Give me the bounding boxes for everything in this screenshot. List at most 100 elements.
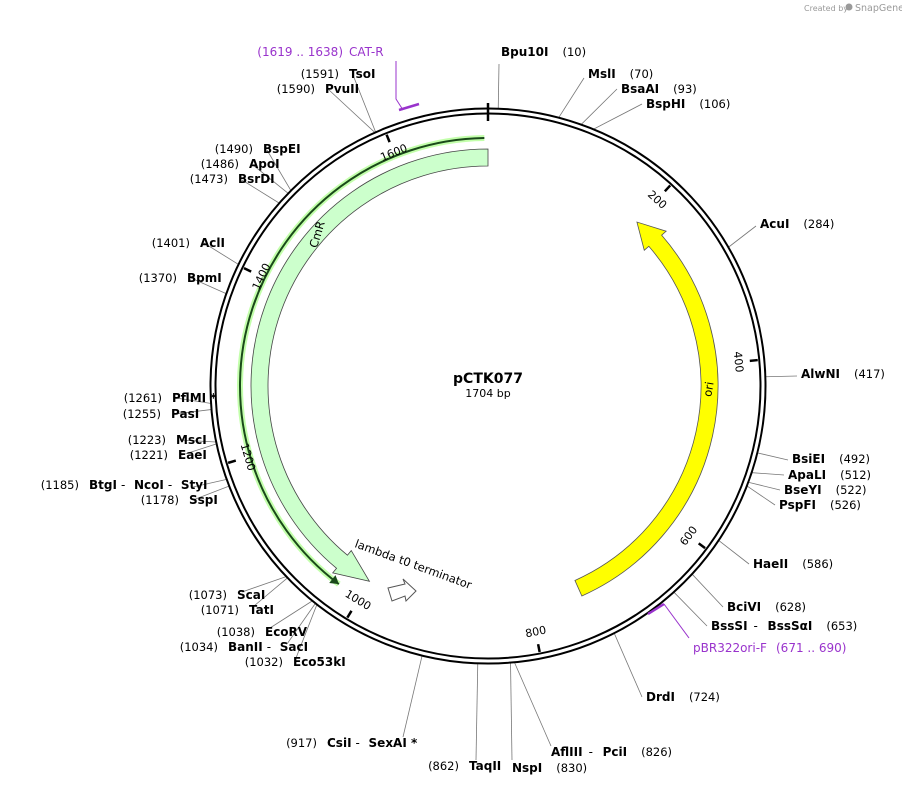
credit-brand: SnapGene — [855, 3, 902, 14]
site-btgi-ncoi-styi[interactable]: (1185)BtgI-NcoI-StyI — [41, 478, 208, 492]
site-pspfi[interactable]: PspFI(526) — [779, 498, 861, 512]
site-bspei[interactable]: (1490)BspEI — [215, 142, 301, 156]
enzyme-position: (1255) — [123, 407, 161, 421]
pbr322ori-f-primer-leader — [663, 603, 690, 639]
site-leader-bsrdi — [241, 179, 280, 204]
enzyme-position: (417) — [854, 367, 885, 381]
enzyme-name-nspi: NspI — [512, 761, 542, 775]
site-leader-banii-saci — [286, 603, 316, 645]
site-taqii[interactable]: (862)TaqII — [428, 759, 501, 773]
enzyme-position: (628) — [775, 600, 806, 614]
site-leader-msci — [179, 439, 216, 443]
site-leader-eco53ki — [295, 604, 318, 659]
enzyme-name-taqii: TaqII — [469, 759, 501, 773]
site-alwni[interactable]: AlwNI(417) — [801, 367, 885, 381]
site-csii-sexai[interactable]: (917)CsiI-SexAI * — [286, 736, 418, 750]
enzyme-name-afliii: AflIII — [551, 745, 583, 759]
site-haeii[interactable]: HaeII(586) — [753, 557, 833, 571]
enzyme-position: (1178) — [141, 493, 179, 507]
site-drdi[interactable]: DrdI(724) — [646, 690, 720, 704]
enzyme-name-tsoi: TsoI — [349, 67, 375, 81]
site-bsrdi[interactable]: (1473)BsrDI — [190, 172, 275, 186]
enzyme-position: (1486) — [201, 157, 239, 171]
site-acui[interactable]: AcuI (284) — [760, 217, 834, 231]
site-nspi[interactable]: NspI(830) — [512, 761, 587, 775]
enzyme-position: (1073) — [189, 588, 227, 602]
site-eco53ki[interactable]: (1032)Eco53kI — [245, 655, 346, 669]
site-acli[interactable]: (1401)AclI — [152, 236, 225, 250]
enzyme-position: (70) — [630, 67, 654, 81]
enzyme-name-apali: ApaLI — [788, 468, 826, 482]
site-bsphi[interactable]: BspHI(106) — [646, 97, 730, 111]
site-bsssi-bsss-i[interactable]: BssSI-BssSαI(653) — [711, 619, 857, 633]
site-leader-bsiei — [757, 452, 789, 461]
site-bpu10i[interactable]: Bpu10I (10) — [501, 45, 586, 59]
pbr322ori-f-primer-mark[interactable] — [647, 602, 665, 616]
pbr322ori-f-primer-range: (671 .. 690) — [776, 641, 846, 655]
site-leader-bsphi — [593, 103, 643, 130]
ori-feature-arrow[interactable] — [574, 221, 719, 597]
enzyme-name-eco53ki: Eco53kI — [293, 655, 346, 669]
site-leader-afliii-pcii — [514, 662, 552, 747]
site-pvuii[interactable]: (1590)PvuII — [277, 82, 359, 96]
terminator-arrow[interactable] — [387, 578, 417, 603]
enzyme-name-bpu10i: Bpu10I — [501, 45, 548, 59]
site-leader-taqii — [475, 663, 479, 761]
enzyme-name-csii: CsiI — [327, 736, 352, 750]
enzyme-position: (1038) — [217, 625, 255, 639]
site-tati[interactable]: (1071)TatI — [201, 603, 274, 617]
site-leader-lines — [174, 63, 798, 761]
credit-created-by: Created by — [804, 4, 848, 13]
tick-mark-800 — [536, 643, 541, 653]
site-apali[interactable]: ApaLI(512) — [788, 468, 871, 482]
site-msli[interactable]: MslI(70) — [588, 67, 653, 81]
enzyme-position: (284) — [803, 217, 834, 231]
site-bpmi[interactable]: (1370)BpmI — [139, 271, 222, 285]
site-pasi[interactable]: (1255)PasI — [123, 407, 199, 421]
enzyme-name-bsssi: BssSI — [711, 619, 748, 633]
enzyme-name-bseyi: BseYI — [784, 483, 822, 497]
site-bseyi[interactable]: BseYI(522) — [784, 483, 867, 497]
ori-feature-label: ori — [700, 381, 716, 398]
site-eaei[interactable]: (1221)EaeI — [130, 448, 207, 462]
enzyme-name-acui: AcuI — [760, 217, 789, 231]
enzyme-name-bpmi: BpmI — [187, 271, 222, 285]
site-bcivi[interactable]: BciVI(628) — [727, 600, 806, 614]
enzyme-position: (1401) — [152, 236, 190, 250]
tick-label-400: 400 — [731, 351, 746, 373]
site-bsaai[interactable]: BsaAI(93) — [621, 82, 697, 96]
site-bsiei[interactable]: BsiEI(492) — [792, 452, 870, 466]
site-leader-haeii — [718, 540, 750, 565]
enzyme-name-banii: BanII — [228, 640, 263, 654]
enzyme-position: (492) — [839, 452, 870, 466]
site-leader-alwni — [765, 375, 798, 378]
site-msci[interactable]: (1223)MscI — [128, 433, 207, 447]
enzyme-name-bsss-i: BssSαI — [768, 619, 813, 633]
enzyme-name-tati: TatI — [249, 603, 274, 617]
site-sspi[interactable]: (1178)SspI — [141, 493, 218, 507]
cmr-feature-arrow[interactable] — [250, 148, 489, 582]
site-leader-pspfi — [747, 485, 776, 506]
site-separator: - — [267, 640, 271, 654]
enzyme-name-pvuii: PvuII — [325, 82, 359, 96]
site-leader-bpu10i — [497, 63, 500, 109]
site-banii-saci[interactable]: (1034)BanII-SacI — [180, 640, 308, 654]
tick-mark-1200 — [227, 459, 237, 465]
enzyme-name-bsaai: BsaAI — [621, 82, 659, 96]
plasmid-size: 1704 bp — [465, 387, 510, 400]
terminator-label: lambda t0 terminator — [353, 537, 474, 592]
enzyme-name-haeii: HaeII — [753, 557, 788, 571]
site-leader-bsssi-bsss-i — [673, 592, 708, 627]
site-ecorv[interactable]: (1038)EcoRV — [217, 625, 308, 639]
site-tsoi[interactable]: (1591)TsoI — [301, 67, 376, 81]
site-pflmi[interactable]: (1261)PflMI * — [124, 391, 218, 405]
enzyme-position: (10) — [562, 45, 586, 59]
site-afliii-pcii[interactable]: AflIII-PciI(826) — [551, 745, 672, 759]
enzyme-name-btgi: BtgI — [89, 478, 117, 492]
site-scai[interactable]: (1073)ScaI — [189, 588, 266, 602]
site-apoi[interactable]: (1486)ApoI — [201, 157, 280, 171]
site-leader-bspei — [266, 149, 292, 191]
